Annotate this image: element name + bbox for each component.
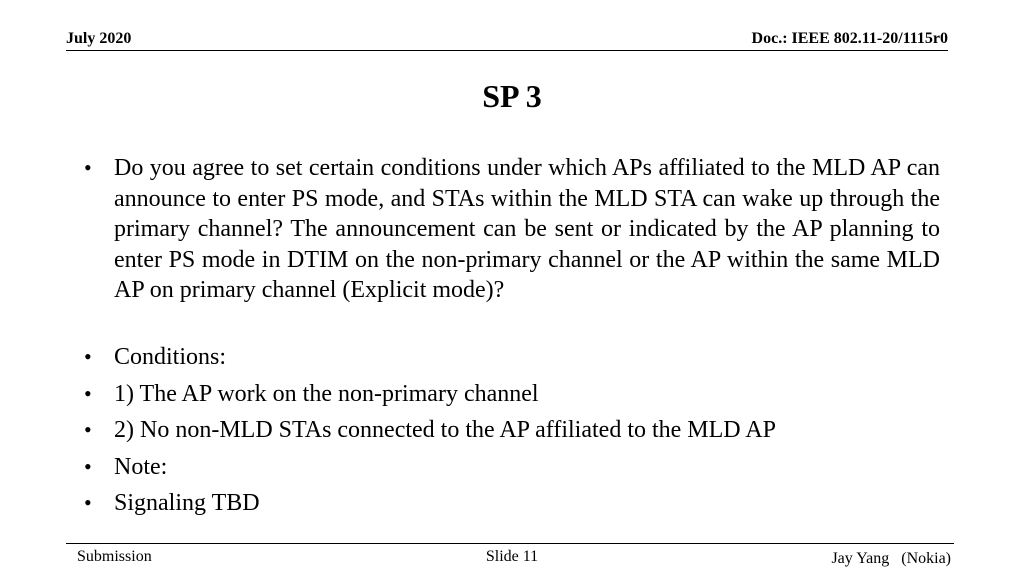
- footer-submission: Submission: [77, 548, 152, 565]
- bullet-text: 2) No non-MLD STAs connected to the AP a…: [114, 417, 776, 444]
- bullet-dot-icon: •: [84, 343, 92, 369]
- bullet-text: Note:: [114, 453, 168, 480]
- bullet-dot-icon: •: [84, 453, 92, 479]
- bullet-item-condition-2: • 2) No non-MLD STAs connected to the AP…: [84, 415, 940, 446]
- bullet-dot-icon: •: [84, 417, 92, 443]
- bullet-list: • Do you agree to set certain conditions…: [84, 153, 940, 525]
- bullet-dot-icon: •: [84, 380, 92, 406]
- header-divider: [66, 50, 948, 51]
- bullet-dot-icon: •: [84, 155, 92, 180]
- bullet-text: 1) The AP work on the non-primary channe…: [114, 380, 539, 407]
- bullet-text: Conditions:: [114, 343, 227, 370]
- header-date: July 2020: [66, 30, 132, 47]
- bullet-item-question: • Do you agree to set certain conditions…: [84, 153, 940, 306]
- footer-author: Jay Yang (Nokia): [831, 550, 951, 567]
- bullet-text: Do you agree to set certain conditions u…: [114, 155, 940, 304]
- bullet-item-note: • Note:: [84, 452, 940, 483]
- slide-title: SP 3: [482, 78, 542, 114]
- bullet-item-conditions: • Conditions:: [84, 342, 940, 373]
- bullet-dot-icon: •: [84, 490, 92, 516]
- footer-slide-number: Slide 11: [485, 548, 539, 565]
- bullet-text: Signaling TBD: [114, 490, 260, 517]
- footer-divider: [66, 543, 954, 544]
- header-doc-id: Doc.: IEEE 802.11-20/1115r0: [751, 30, 948, 47]
- bullet-item-condition-1: • 1) The AP work on the non-primary chan…: [84, 379, 940, 410]
- bullet-item-signaling: • Signaling TBD: [84, 488, 940, 519]
